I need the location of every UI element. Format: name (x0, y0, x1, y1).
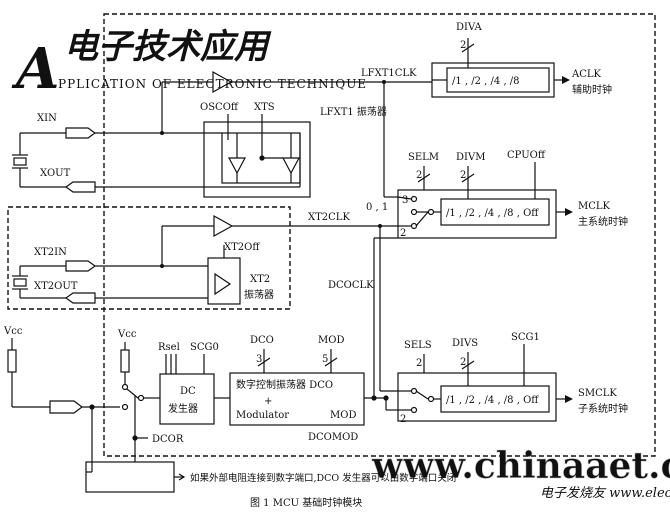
dc-generator-label-1: DC (180, 386, 196, 397)
crystal-2 (13, 278, 27, 287)
bus-width-diva: 2 (460, 40, 466, 51)
watermark-site2: 电子发烧友 www.elecfans.com (540, 486, 670, 501)
mod-label: MOD (318, 335, 344, 346)
xts-label: XTS (254, 102, 275, 113)
bus-width-mod: 5 (322, 354, 328, 365)
scg0-label: SCG0 (190, 342, 219, 353)
watermark-logo: A 电子技术应用 PPLICATION OF ELECTRONIC TECHNI… (11, 27, 367, 102)
smclk-sub-label: 子系统时钟 (578, 402, 628, 415)
dcomod-label: DCOMOD (308, 432, 358, 443)
selm-label: SELM (408, 152, 439, 163)
rosc-pin (49, 400, 83, 414)
resistor-1 (7, 349, 17, 373)
xt2-name-2: 振荡器 (244, 288, 274, 301)
bus-width-divs: 2 (460, 357, 466, 368)
dc-generator-label-2: 发生器 (168, 402, 198, 415)
watermark-logo-a: A (11, 36, 59, 102)
bus-width-selm: 2 (416, 170, 422, 181)
divs-label: DIVS (452, 338, 478, 349)
dco-plus: + (264, 396, 272, 407)
smclk-label: SMCLK (578, 388, 617, 399)
watermark-logo-sub: PPLICATION OF ELECTRONIC TECHNIQUE (58, 77, 367, 91)
aclk-sub-label: 辅助时钟 (572, 83, 612, 96)
lfxt1-oscillator (203, 121, 311, 198)
xout-label: XOUT (40, 168, 71, 179)
mclk-label: MCLK (578, 201, 611, 212)
mux-input-2-smclk: 2 (400, 414, 406, 425)
lfxt1-buffer-2 (282, 157, 300, 175)
scg1-label: SCG1 (511, 332, 540, 343)
crystal-1 (13, 157, 27, 166)
vcc-label-1: Vcc (3, 326, 23, 337)
dco-mod: MOD (330, 410, 356, 421)
xt2off-label: XT2Off (224, 242, 260, 253)
smclk-section (397, 372, 557, 422)
xt2in-label: XT2IN (34, 247, 67, 258)
divm-label: DIVM (456, 152, 485, 163)
oscoff-label: OSCOff (200, 102, 239, 113)
xt2-boundary (7, 206, 291, 310)
mclk-sub-label: 主系统时钟 (578, 215, 628, 228)
port-control-box (85, 461, 175, 493)
sels-label: SELS (404, 340, 432, 351)
dco-box (229, 372, 365, 426)
xt2clk-label: XT2CLK (308, 212, 350, 223)
xin-pin (65, 127, 97, 139)
dco-modulator: Modulator (236, 410, 289, 421)
xt2in-pin (65, 260, 97, 272)
lfxt1-buffer-1 (228, 157, 246, 175)
rsel-label: Rsel (158, 342, 180, 353)
lfxt1clk-label: LFXT1CLK (361, 68, 417, 79)
mclk-divider-text: /1 , /2 , /4 , /8 , Off (446, 208, 539, 219)
watermark-site: www.chinaaet.com (371, 445, 670, 487)
cpuoff-label: CPUOff (507, 150, 546, 161)
xt2-oscillator (207, 257, 241, 305)
dco-label: DCO (250, 335, 274, 346)
bus-width-sels: 2 (416, 358, 422, 369)
aclk-label: ACLK (571, 69, 602, 80)
vcc-label-2: Vcc (117, 329, 137, 340)
lfxt1-name: LFXT1 振荡器 (320, 105, 387, 118)
xt2-name-1: XT2 (250, 274, 270, 285)
mux-input-2-mclk: 2 (400, 228, 406, 239)
mux-input-0-1: 0 , 1 (366, 202, 388, 213)
watermark-logo-text: 电子技术应用 (64, 27, 272, 67)
aclk-divider-text: /1 , /2 , /4 , /8 (452, 76, 520, 87)
dc-generator (159, 373, 215, 425)
diva-label: DIVA (456, 22, 483, 33)
resistor-2 (120, 349, 130, 373)
bus-width-divm: 2 (460, 170, 466, 181)
module-boundary (103, 13, 656, 457)
lfxt1clk-buffer (212, 70, 233, 94)
smclk-divider-text: /1 , /2 , /4 , /8 , Off (446, 395, 539, 406)
xt2out-pin (64, 292, 96, 304)
dco-title: 数字控制振荡器 DCO (236, 378, 333, 391)
dcor-label: DCOR (152, 434, 184, 445)
mux-input-3: 3 (402, 195, 408, 206)
xt2out-label: XT2OUT (34, 281, 78, 292)
dcoclk-label: DCOCLK (328, 280, 374, 291)
figure-caption: 图 1 MCU 基础时钟模块 (250, 496, 362, 509)
note-text: 如果外部电阻连接到数字端口,DCO 发生器可以由数字端口关闭 (190, 472, 456, 484)
xt2clk-buffer (213, 214, 234, 238)
mclk-section (397, 189, 557, 239)
xin-label: XIN (37, 113, 57, 124)
xout-pin (64, 181, 96, 193)
bus-width-dco: 3 (256, 354, 262, 365)
